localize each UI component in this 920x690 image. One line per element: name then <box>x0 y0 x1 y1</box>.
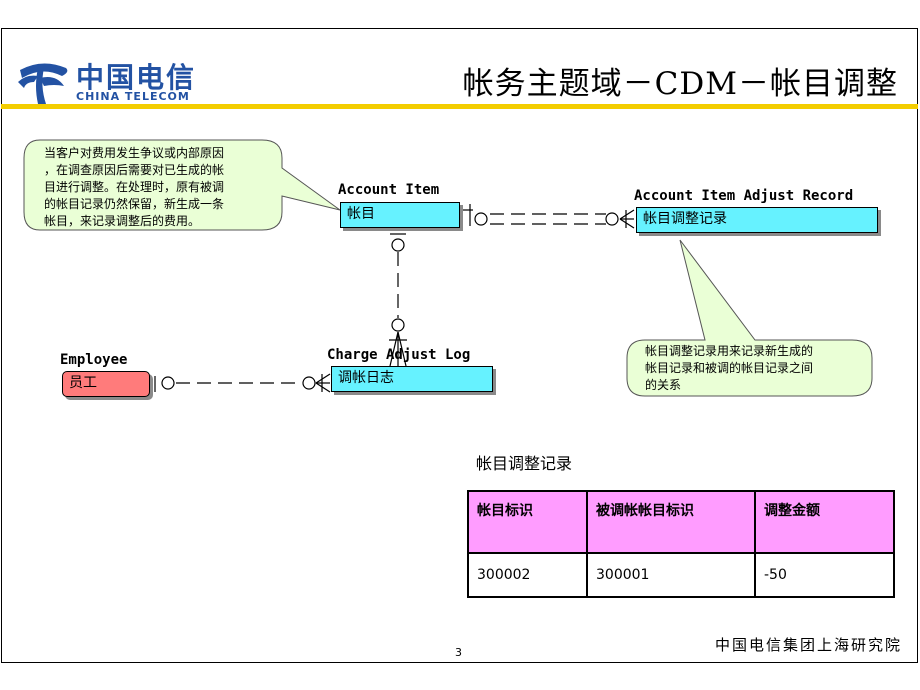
header-divider <box>1 104 918 109</box>
page-number: 3 <box>455 646 462 659</box>
right-callout-line: 帐目记录和被调的帐目记录之间 <box>645 361 814 375</box>
china-telecom-logo: 中国电信 CHINA TELECOM <box>14 56 214 108</box>
logo-chinese-text: 中国电信 <box>76 61 197 94</box>
left-callout-line: 目进行调整。在处理时，原有被调 <box>44 180 225 194</box>
adjust-record-table: 帐目标识 被调帐帐目标识 调整金额 300002 300001 -50 <box>467 490 895 598</box>
right-callout-line: 的关系 <box>645 378 682 392</box>
left-callout-line: 的帐目记录仍然保留，新生成一条 <box>44 197 225 211</box>
logo-english-text: CHINA TELECOM <box>76 90 190 103</box>
page-title: 帐务主题域－CDM－帐目调整 <box>462 66 898 102</box>
table-header-cell: 帐目标识 <box>467 490 588 554</box>
table-header-row: 帐目标识 被调帐帐目标识 调整金额 <box>467 490 895 554</box>
table-row: 300002 300001 -50 <box>467 552 895 598</box>
relation-item-adjust <box>463 204 635 229</box>
table-cell: 300001 <box>586 552 756 598</box>
relation-employee-log <box>154 373 331 393</box>
charge-log-name: Charge Adjust Log <box>327 347 471 363</box>
left-callout-line: 帐目，来记录调整后的费用。 <box>44 214 201 228</box>
account-item-name: Account Item <box>338 182 440 198</box>
left-callout-text: 当客户对费用发生争议或内部原因 ，在调查原因后需要对已生成的帐 目进行调整。在处… <box>44 145 224 230</box>
footer-organization: 中国电信集团上海研究院 <box>714 636 902 654</box>
slide-frame <box>1 28 918 663</box>
employee-name: Employee <box>60 352 128 368</box>
adjust-record-name: Account Item Adjust Record <box>634 188 854 204</box>
table-cell: -50 <box>754 552 895 598</box>
telecom-emblem-icon <box>18 63 68 104</box>
right-callout-bubble <box>626 239 873 397</box>
table-header-cell: 调整金额 <box>754 490 895 554</box>
right-callout-line: 帐目调整记录用来记录新生成的 <box>645 344 814 358</box>
charge-log-entity[interactable]: 调帐日志 <box>331 366 493 392</box>
adjust-record-entity[interactable]: 帐目调整记录 <box>636 207 878 233</box>
account-item-entity[interactable]: 帐目 <box>340 202 460 228</box>
left-callout-bubble <box>23 139 341 231</box>
table-title: 帐目调整记录 <box>476 454 573 473</box>
table-header-cell: 被调帐帐目标识 <box>586 490 756 554</box>
left-callout-line: ，在调查原因后需要对已生成的帐 <box>44 163 225 177</box>
left-callout-line: 当客户对费用发生争议或内部原因 <box>44 146 225 160</box>
employee-entity[interactable]: 员工 <box>62 371 150 397</box>
relation-item-log <box>389 233 407 367</box>
table-cell: 300002 <box>467 552 588 598</box>
right-callout-text: 帐目调整记录用来记录新生成的 帐目记录和被调的帐目记录之间 的关系 <box>645 343 813 394</box>
